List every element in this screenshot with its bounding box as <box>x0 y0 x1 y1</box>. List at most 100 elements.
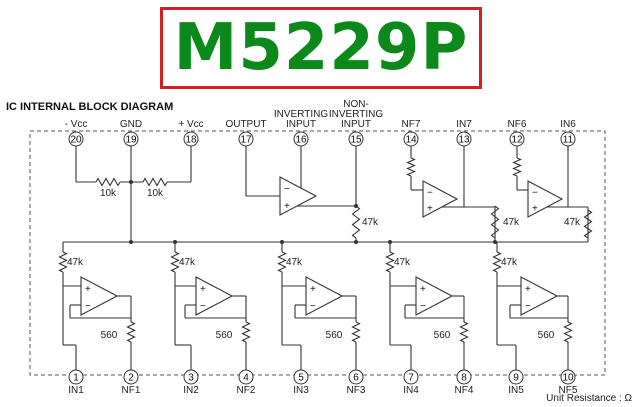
op-amp-sign: − <box>310 301 316 312</box>
pin-label-8: NF4 <box>455 385 474 396</box>
pin-number: 8 <box>461 373 467 384</box>
pin-label-15: INPUT <box>341 119 371 130</box>
pin-circle <box>348 369 364 385</box>
pin-14: 14 <box>403 131 419 147</box>
op-amp-bottom-3: +− <box>305 276 344 316</box>
resistor-10k-label: 10k <box>100 188 117 199</box>
pin-label-13: IN7 <box>456 119 472 130</box>
op-amp-body <box>422 180 459 218</box>
pin-label-18: + Vcc <box>178 119 203 130</box>
resistor-560 <box>126 321 136 343</box>
resistor-47k <box>277 251 287 273</box>
op-amp-sign: + <box>532 203 538 214</box>
pin-18: 18 <box>183 131 199 147</box>
pin-4: 4 <box>238 369 254 385</box>
pin-label-1: IN1 <box>68 385 84 396</box>
pin-number: 2 <box>128 373 134 384</box>
pin-circle <box>123 369 139 385</box>
pin-2: 2 <box>123 369 139 385</box>
resistor-47k <box>385 251 395 273</box>
pin-circle <box>456 369 472 385</box>
pin-number: 15 <box>350 135 362 146</box>
resistor-47k <box>583 209 593 239</box>
pin-label-15: INVERTING <box>329 109 383 120</box>
resistor-560-label: 560 <box>326 330 343 341</box>
resistor-47k-label: 47k <box>501 257 518 268</box>
resistor-10k-label: 10k <box>147 188 164 199</box>
resistor-47k-label: 47k <box>503 217 520 228</box>
pin-label-7: IN4 <box>403 385 419 396</box>
op-amp-sign: − <box>85 301 91 312</box>
pin-12: 12 <box>509 131 525 147</box>
resistor-47k <box>170 251 180 273</box>
resistor-feedback <box>512 157 522 177</box>
resistor-47k <box>351 205 361 239</box>
pin-label-4: NF2 <box>237 385 256 396</box>
pin-number: 5 <box>298 373 304 384</box>
pin-circle <box>238 131 254 147</box>
op-amp-top-a: −+ <box>279 176 318 216</box>
resistor-560 <box>563 321 573 343</box>
pin-circle <box>68 131 84 147</box>
op-amp-bottom-4: +− <box>415 276 454 316</box>
pin-label-5: IN3 <box>293 385 309 396</box>
op-amp-sign: − <box>420 301 426 312</box>
pin-number: 7 <box>408 373 414 384</box>
pin-circle <box>348 131 364 147</box>
pin-number: 10 <box>562 373 574 384</box>
junction-dot <box>129 240 133 244</box>
resistor-47k-label: 47k <box>179 257 196 268</box>
resistor-47k-label: 47k <box>286 257 303 268</box>
resistor-560 <box>459 321 469 343</box>
pin-label-3: IN2 <box>183 385 199 396</box>
pin-number: 4 <box>243 373 249 384</box>
pin-circle <box>403 131 419 147</box>
pin-8: 8 <box>456 369 472 385</box>
pin-circle <box>238 369 254 385</box>
pin-circle <box>456 131 472 147</box>
pin-number: 12 <box>511 135 523 146</box>
junction-dot <box>354 240 358 244</box>
resistor-47k <box>58 251 68 273</box>
pin-number: 13 <box>458 135 470 146</box>
resistor-560-label: 560 <box>434 330 451 341</box>
op-amp-sign: − <box>200 301 206 312</box>
pin-number: 14 <box>405 135 417 146</box>
op-amp-top-b: −+ <box>422 180 459 218</box>
junction-dot <box>129 180 133 184</box>
pin-19: 19 <box>123 131 139 147</box>
resistor-47k-label: 47k <box>362 217 379 228</box>
pin-circle <box>560 369 576 385</box>
op-amp-sign: − <box>532 188 538 199</box>
op-amp-body <box>80 276 119 316</box>
op-amp-bottom-5: +− <box>520 276 559 316</box>
pin-label-19: GND <box>120 119 142 130</box>
pin-circle <box>508 369 524 385</box>
op-amp-body <box>527 180 564 218</box>
op-amp-sign: + <box>284 201 290 212</box>
pin-label-2: NF1 <box>122 385 141 396</box>
junction-dot <box>493 240 497 244</box>
op-amp-sign: + <box>427 203 433 214</box>
pin-13: 13 <box>456 131 472 147</box>
resistor-47k-label: 47k <box>564 217 581 228</box>
op-amp-sign: + <box>525 284 531 295</box>
op-amp-body <box>415 276 454 316</box>
diagram-title: IC INTERNAL BLOCK DIAGRAM <box>6 101 173 113</box>
resistor-47k <box>490 205 500 239</box>
pin-16: 16 <box>293 131 309 147</box>
pin-number: 1 <box>73 373 79 384</box>
pin-number: 20 <box>70 135 82 146</box>
pin-circle <box>293 131 309 147</box>
pin-label-16: INPUT <box>286 119 316 130</box>
pin-number: 6 <box>353 373 359 384</box>
pin-5: 5 <box>293 369 309 385</box>
op-amp-body <box>195 276 234 316</box>
pin-circle <box>123 131 139 147</box>
pin-circle <box>68 369 84 385</box>
pin-9: 9 <box>508 369 524 385</box>
op-amp-sign: − <box>427 188 433 199</box>
